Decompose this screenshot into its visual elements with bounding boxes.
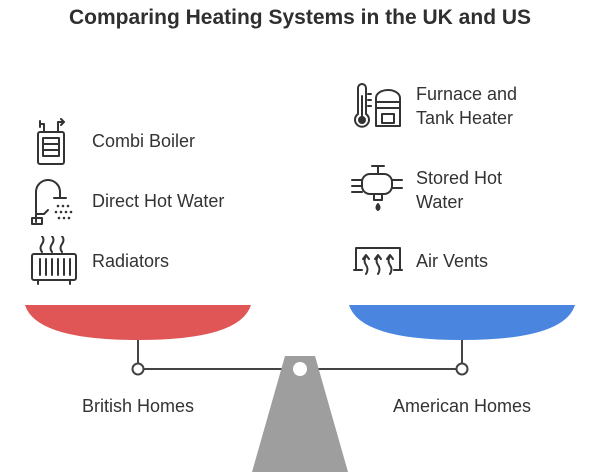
left-item-label: Radiators — [92, 251, 170, 271]
left-pan — [25, 305, 251, 340]
right-item-label: Stored Hot Water — [416, 168, 503, 212]
air-vent-icon — [353, 247, 403, 275]
left-item-label: Direct Hot Water — [92, 191, 225, 211]
right-pan — [349, 305, 575, 340]
fulcrum-hole — [293, 362, 307, 376]
right-side-label: American Homes — [392, 396, 532, 416]
combi-boiler-icon — [37, 118, 65, 165]
right-item-label: Furnace and Tank Heater — [416, 84, 518, 128]
left-item-label: Combi Boiler — [92, 131, 196, 151]
left-pivot — [131, 362, 145, 376]
faucet-icon — [31, 179, 73, 225]
radiator-icon — [31, 236, 77, 285]
right-item-label: Air Vents — [416, 251, 489, 271]
furnace-icon — [354, 83, 401, 128]
left-side-label: British Homes — [81, 396, 195, 416]
tap-drip-icon — [351, 165, 403, 211]
right-pivot — [455, 362, 469, 376]
fulcrum — [252, 356, 348, 472]
diagram-title: Comparing Heating Systems in the UK and … — [68, 6, 532, 29]
